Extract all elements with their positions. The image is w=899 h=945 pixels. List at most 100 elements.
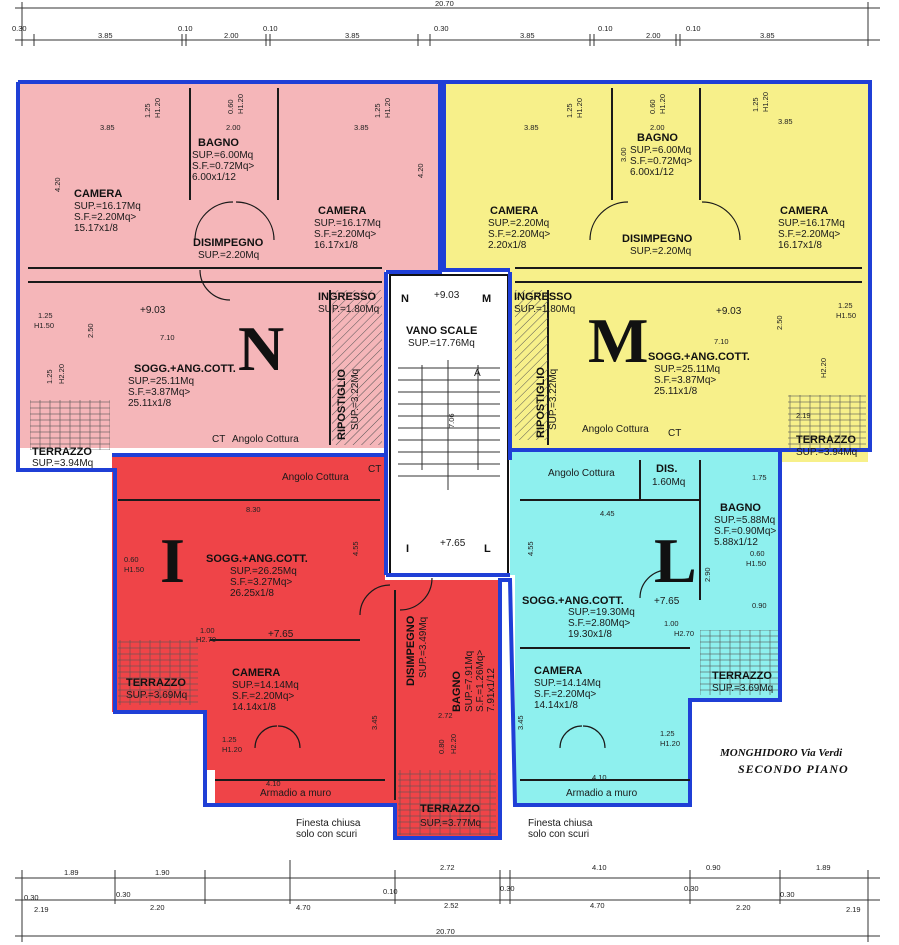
unit-l-labels: SOGG.+ANG.COTT. SUP.=19.30Mq S.F.=2.80Mq… <box>522 463 776 799</box>
room-name: DISIMPEGNO <box>193 237 264 249</box>
room-name: RIPOSTIGLIO <box>336 369 348 440</box>
level-mark: +9.03 <box>140 305 166 316</box>
dim-label: 1.25 <box>222 735 237 744</box>
room-sup: 1.60Mq <box>652 477 685 488</box>
room-name: SOGG.+ANG.COTT. <box>206 553 308 565</box>
caption-location: MONGHIDORO Via Verdi <box>719 747 843 759</box>
room-name: BAGNO <box>637 132 678 144</box>
dim-label: 1.00 <box>200 626 215 635</box>
dim-label: 0.30 <box>12 24 27 33</box>
angolo-cottura: Angolo Cottura <box>582 424 649 435</box>
dim-label: 0.60 <box>124 555 139 564</box>
stair-arrow-label: A <box>474 368 481 379</box>
dim-label: 1.25 <box>45 369 54 384</box>
room-sf: S.F.=0.90Mq> <box>714 526 776 537</box>
dim-label: 3.85 <box>345 31 360 40</box>
dim-label: 3.85 <box>524 123 539 132</box>
dim-label: 4.45 <box>600 509 615 518</box>
room-ratio: 25.11x1/8 <box>128 398 172 409</box>
dim-label: 2.19 <box>846 905 861 914</box>
room-name: CAMERA <box>318 205 366 217</box>
dim-label: 3.45 <box>516 715 525 730</box>
dim-label: H1.50 <box>124 565 144 574</box>
dim-label: 2.90 <box>703 567 712 582</box>
room-sup: SUP.=3.94Mq <box>796 447 857 458</box>
dim-label: 1.25 <box>660 729 675 738</box>
room-sf: S.F.=2.80Mq> <box>568 618 630 629</box>
room-sf: S.F.=2.20Mq> <box>534 689 596 700</box>
room-name: RIPOSTIGLIO <box>535 367 547 438</box>
dim-label: H2.20 <box>449 734 458 754</box>
dim-top-total: 20.70 <box>435 0 454 8</box>
dim-label: 3.85 <box>760 31 775 40</box>
unit-n-labels: CAMERA SUP.=16.17Mq S.F.=2.20Mq> 15.17x1… <box>32 137 381 469</box>
dim-label: 3.45 <box>370 715 379 730</box>
room-sup: SUP.=7.91Mq <box>464 651 475 712</box>
room-sup: SUP.=25.11Mq <box>128 376 194 387</box>
dim-label: 0.30 <box>434 24 449 33</box>
room-sf: S.F.=2.20Mq> <box>232 691 294 702</box>
outer-walls <box>16 80 872 840</box>
room-name: DISIMPEGNO <box>622 233 693 245</box>
room-name: CAMERA <box>780 205 828 217</box>
dim-label: 1.89 <box>64 868 79 877</box>
room-sf: S.F.=2.20Mq> <box>488 229 550 240</box>
room-sup: SUP.=19.30Mq <box>568 607 635 618</box>
armadio-label: Armadio a muro <box>260 788 332 799</box>
dim-label: 2.72 <box>440 863 455 872</box>
stair-labels: VANO SCALE SUP.=17.76Mq +9.03 +7.65 N M … <box>401 290 491 555</box>
terrazzo-l-pattern <box>700 630 778 695</box>
room-sup: SUP.=3.69Mq <box>712 683 773 694</box>
room-sup: SUP.=2.20Mq <box>198 250 259 261</box>
stair-door-n: N <box>401 293 409 305</box>
room-name: TERRAZZO <box>126 677 186 689</box>
dim-label: 0.60 <box>750 549 765 558</box>
dim-label: H2.70 <box>196 635 216 644</box>
room-ratio: 14.14x1/8 <box>534 700 578 711</box>
room-sf: S.F.=3.87Mq> <box>128 387 190 398</box>
dim-label: 4.10 <box>592 863 607 872</box>
dim-label: 2.50 <box>775 315 784 330</box>
room-sup: SUP.=2.20Mq <box>630 246 691 257</box>
terrazzo-n-pattern <box>30 400 110 450</box>
room-sup: SUP.=3.77Mq <box>420 818 481 829</box>
bottom-dim-labels: 1.89 1.90 2.72 4.10 0.90 1.89 0.30 0.30 … <box>24 863 861 936</box>
dim-label: H2.20 <box>819 358 828 378</box>
room-name: INGRESSO <box>318 291 377 303</box>
level-mark: +7.65 <box>440 538 466 549</box>
dim-label: 2.00 <box>226 123 241 132</box>
angolo-cottura: Angolo Cottura <box>548 468 615 479</box>
room-ratio: 19.30x1/8 <box>568 629 612 640</box>
unit-i-labels: SOGG.+ANG.COTT. SUP.=26.25Mq S.F.=3.27Mq… <box>126 464 497 829</box>
room-sup: SUP.=1.80Mq <box>318 304 379 315</box>
dim-label: 0.90 <box>752 601 767 610</box>
room-sup: SUP.=2.20Mq <box>488 218 549 229</box>
note-line1: Finesta chiusa <box>528 818 593 829</box>
dim-label: 0.60 <box>648 99 657 114</box>
dim-label: 2.20 <box>736 903 751 912</box>
room-sf: S.F.=3.87Mq> <box>654 375 716 386</box>
room-ratio: 5.88x1/12 <box>714 537 758 548</box>
unit-letter-l: L <box>654 525 697 596</box>
dim-label: 2.19 <box>34 905 49 914</box>
room-sup: SUP.=5.88Mq <box>714 515 775 526</box>
room-ratio: 2.20x1/8 <box>488 240 527 251</box>
room-sup: SUP.=25.11Mq <box>654 364 720 375</box>
room-sf: S.F.=3.27Mq> <box>230 577 292 588</box>
dim-label: 2.00 <box>224 31 239 40</box>
room-name: BAGNO <box>451 671 463 712</box>
dim-label: 0.10 <box>686 24 701 33</box>
unit-m-area <box>444 82 868 462</box>
unit-letter-m: M <box>588 305 648 376</box>
room-sup: SUP.=3.94Mq <box>32 458 93 469</box>
room-name: DISIMPEGNO <box>405 615 417 686</box>
dim-label: 4.70 <box>590 901 605 910</box>
room-name: CAMERA <box>232 667 280 679</box>
note-line2: solo con scuri <box>528 829 589 840</box>
room-ratio: 6.00x1/12 <box>630 167 674 178</box>
dim-label: H1.20 <box>236 94 245 114</box>
ripostiglio-n-hatch <box>332 290 382 445</box>
dim-label: 2.52 <box>444 901 459 910</box>
dim-label: 0.10 <box>178 24 193 33</box>
room-name: BAGNO <box>198 137 239 149</box>
